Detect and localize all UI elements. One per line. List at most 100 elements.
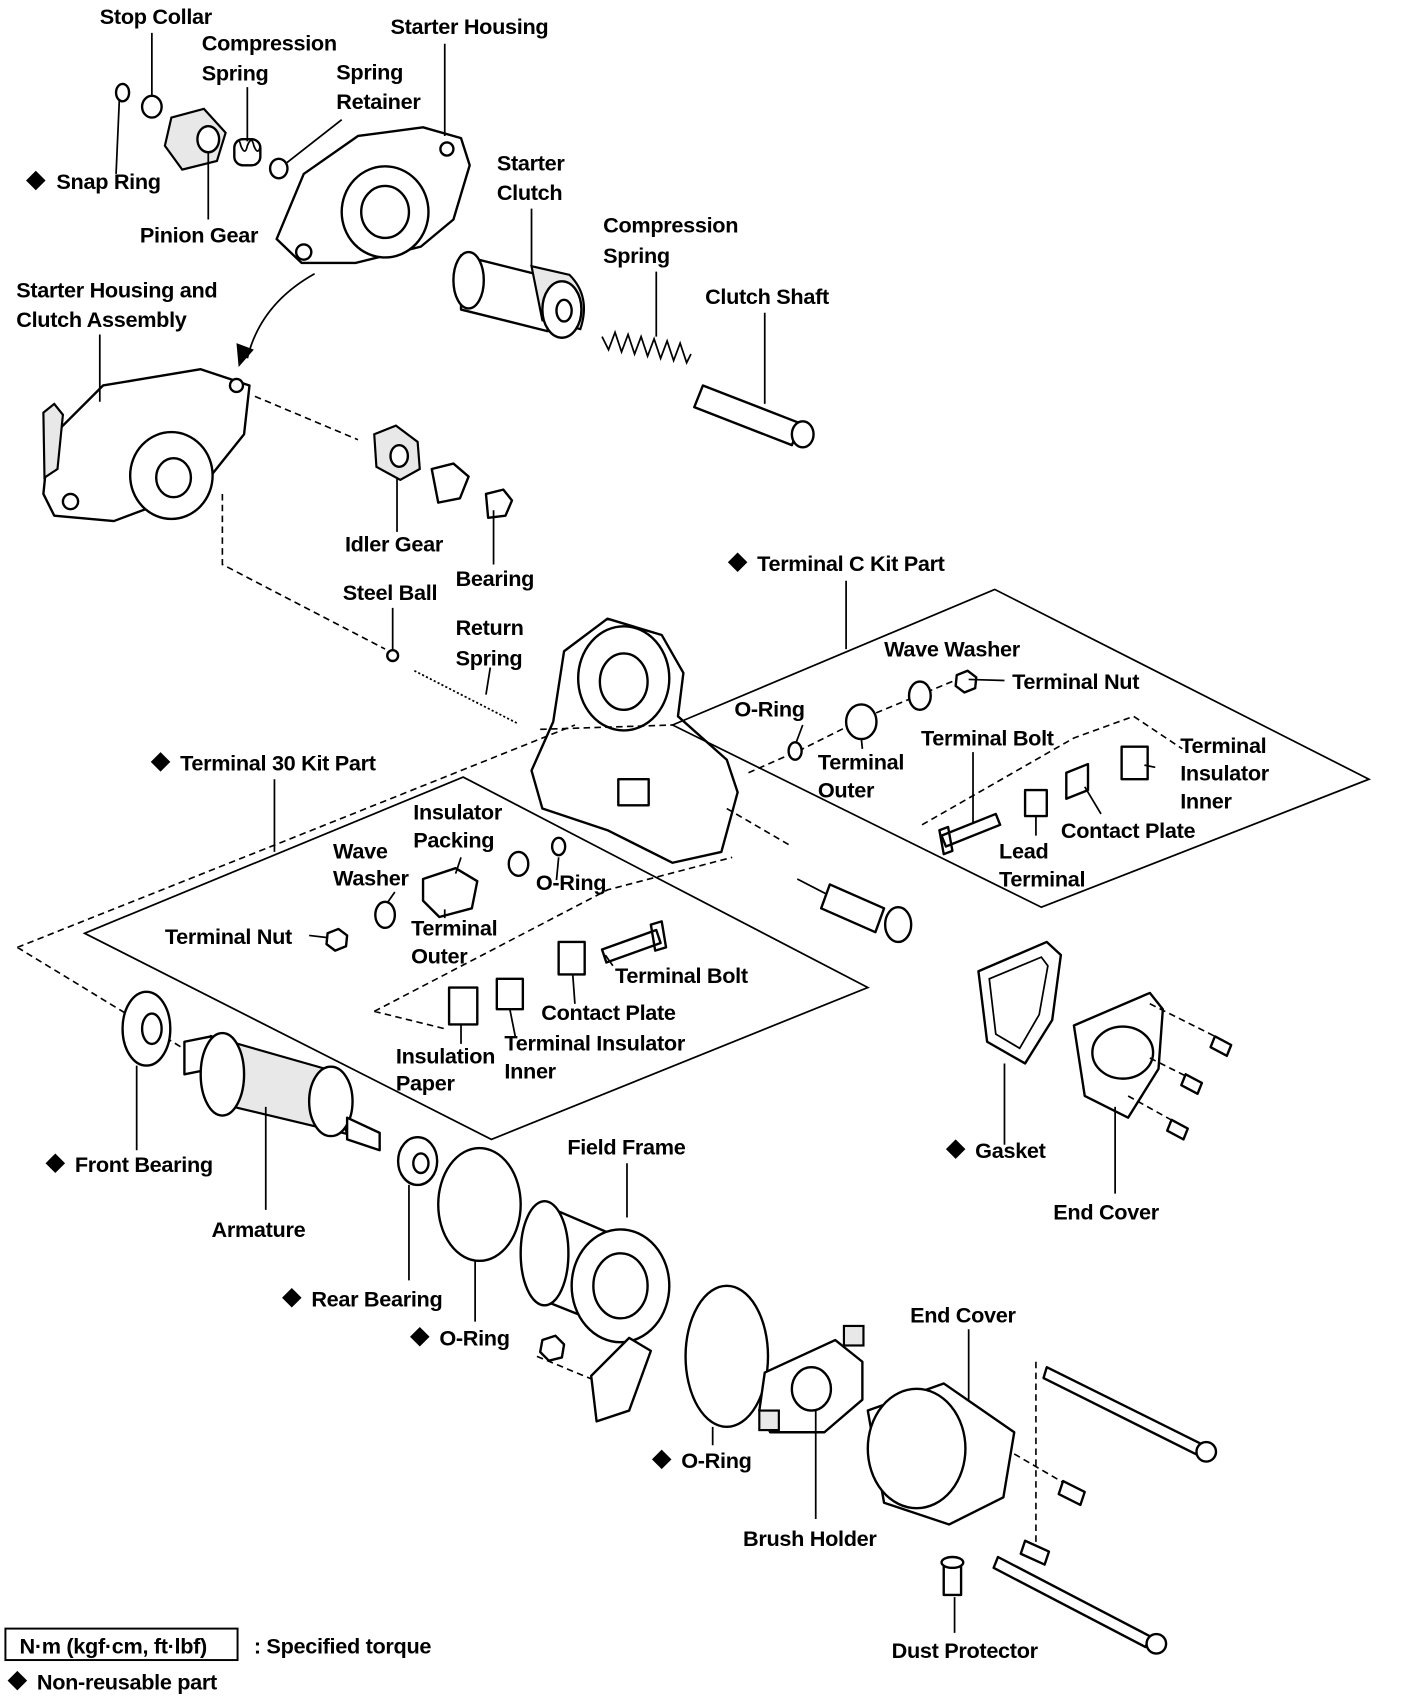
wave-washer-c-part — [907, 680, 932, 712]
label-terminal-nut-30: Terminal Nut — [165, 924, 292, 949]
label-terminal-insulator-inner-30: Terminal Insulator — [504, 1030, 685, 1055]
label-terminal-outer-c: Terminal — [818, 749, 904, 774]
pinion-gear-part — [163, 107, 227, 171]
label-housing-clutch-assembly: Starter Housing and — [16, 278, 217, 303]
label-clutch-shaft: Clutch Shaft — [705, 284, 829, 309]
non-reusable-diamond-icon — [150, 752, 171, 772]
o-ring-30-part — [550, 836, 567, 857]
label-terminal-insulator-inner-c-line3: Inner — [1180, 789, 1232, 814]
label-snap-ring: Snap Ring — [56, 169, 160, 194]
rear-bearing-part — [396, 1136, 439, 1187]
front-bearing-part — [121, 990, 172, 1067]
terminal-outer-c-part — [844, 703, 878, 741]
label-return-spring: Return — [456, 615, 524, 640]
o-ring-1-part — [437, 1146, 522, 1263]
label-brush-holder: Brush Holder — [743, 1526, 877, 1551]
label-wave-washer-c: Wave Washer — [884, 637, 1021, 662]
screw-part-3 — [1165, 1118, 1189, 1141]
label-compression-spring-2: Compression — [603, 213, 738, 238]
label-compression-spring-1-line2: Spring — [202, 61, 269, 86]
bearing-part-1 — [430, 462, 470, 504]
armature-part — [183, 1031, 381, 1152]
housing-clutch-assembly-part — [42, 368, 251, 523]
label-return-spring-line2: Spring — [456, 645, 523, 670]
terminal-30-kit-outline — [82, 776, 870, 1141]
label-terminal-c-kit: Terminal C Kit Part — [757, 551, 945, 576]
label-spring-retainer-line2: Retainer — [336, 89, 421, 114]
label-contact-plate-30: Contact Plate — [541, 1000, 676, 1025]
non-reusable-diamond-icon — [45, 1153, 66, 1173]
label-o-ring-30: O-Ring — [536, 870, 606, 895]
part-labels: Stop Collar Compression Spring Starter H… — [16, 4, 1270, 1663]
snap-ring-part — [114, 82, 131, 103]
end-cover-1-part — [1072, 991, 1165, 1119]
stop-collar-part — [140, 94, 163, 119]
label-contact-plate-c: Contact Plate — [1061, 818, 1196, 843]
label-insulator-packing-line2: Packing — [413, 828, 494, 853]
nut-part — [539, 1334, 566, 1362]
label-terminal-outer-30-line2: Outer — [411, 944, 468, 969]
label-terminal-outer-c-line2: Outer — [818, 778, 875, 803]
label-end-cover-1: End Cover — [1053, 1200, 1159, 1225]
plunger-part — [796, 878, 913, 944]
label-lead-terminal-line2: Terminal — [999, 867, 1085, 892]
label-insulation-paper: Insulation — [396, 1043, 495, 1068]
terminal-insulator-inner-30-part — [495, 977, 525, 1011]
screw-part-5 — [1019, 1539, 1051, 1566]
label-end-cover-2: End Cover — [910, 1303, 1016, 1328]
non-reusable-diamond-icon — [410, 1327, 430, 1347]
starter-clutch-part — [452, 250, 585, 339]
return-spring-part — [413, 669, 519, 725]
label-o-ring-c: O-Ring — [734, 696, 804, 721]
brush-holder-part — [758, 1324, 865, 1434]
terminal-outer-30-part — [421, 866, 479, 919]
non-reusable-diamond-icon — [727, 552, 748, 573]
label-terminal-bolt-30: Terminal Bolt — [615, 963, 748, 988]
clutch-shaft-part — [693, 384, 815, 449]
screw-part-4 — [1057, 1479, 1086, 1507]
label-lead-terminal: Lead — [999, 838, 1048, 863]
o-ring-2-part — [684, 1284, 770, 1429]
bearing-part-2 — [484, 488, 514, 520]
torque-units: N·m (kgf·cm, ft·lbf) — [20, 1634, 208, 1659]
label-spring-retainer: Spring — [336, 60, 403, 85]
screw-part-2 — [1180, 1073, 1204, 1096]
label-terminal-insulator-inner-c: Terminal — [1180, 733, 1266, 758]
label-pinion-gear: Pinion Gear — [140, 222, 259, 247]
insulation-paper-part — [447, 986, 479, 1026]
label-o-ring-2: O-Ring — [681, 1448, 751, 1473]
starter-housing-part — [275, 126, 471, 265]
label-o-ring-1: O-Ring — [439, 1325, 509, 1350]
label-steel-ball: Steel Ball — [343, 580, 437, 605]
label-wave-washer-30-line2: Washer — [333, 866, 409, 891]
terminal-nut-c-part — [954, 669, 978, 694]
non-reusable-diamond-icon — [26, 170, 46, 191]
drive-housing-part — [530, 617, 739, 864]
assembly-arrow-icon — [246, 272, 316, 359]
label-rear-bearing: Rear Bearing — [311, 1286, 442, 1311]
idler-gear-part — [373, 424, 421, 482]
insulator-packing-part — [507, 850, 530, 877]
spring-retainer-part — [268, 157, 289, 180]
non-reusable-diamond-icon — [7, 1670, 28, 1691]
label-terminal-insulator-inner-30-line2: Inner — [504, 1059, 556, 1084]
parts-drawing — [16, 82, 1372, 1655]
label-terminal-insulator-inner-c-line2: Insulator — [1180, 760, 1270, 785]
non-reusable-label: Non-reusable part — [37, 1669, 217, 1694]
terminal-c-kit-outline — [670, 588, 1372, 909]
non-reusable-diamond-icon — [651, 1449, 672, 1470]
compression-spring-part-2 — [601, 329, 692, 365]
leader-lines — [98, 32, 1156, 1633]
through-bolt-part-1 — [1042, 1365, 1206, 1458]
gasket-part — [977, 940, 1063, 1065]
label-terminal-outer-30: Terminal — [411, 915, 497, 940]
terminal-insulator-inner-c-part — [1120, 745, 1149, 781]
label-bearing: Bearing — [456, 566, 534, 591]
end-cover-2-part — [866, 1382, 1016, 1526]
label-front-bearing: Front Bearing — [75, 1152, 213, 1177]
torque-legend-box — [4, 1627, 239, 1662]
label-gasket: Gasket — [975, 1138, 1045, 1163]
label-wave-washer-30: Wave — [333, 838, 388, 863]
o-ring-c-part — [787, 741, 803, 761]
